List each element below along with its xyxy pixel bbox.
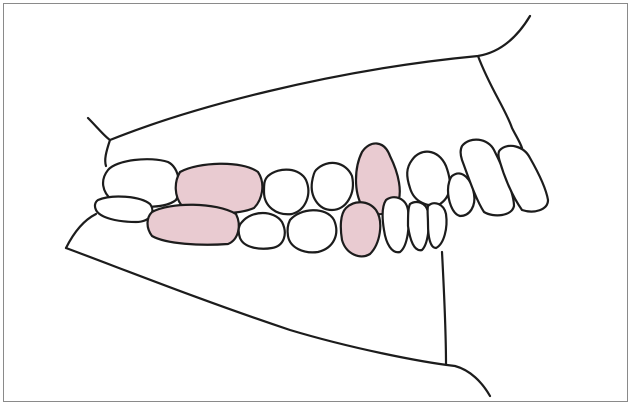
- upper-posterior-gum: [105, 140, 110, 166]
- lower-first-molar: [148, 205, 239, 245]
- upper-second-premolar: [264, 170, 308, 215]
- upper-first-premolar-buccal: [312, 163, 353, 210]
- upper-palate-contour: [478, 56, 522, 148]
- lower-canine: [383, 197, 409, 252]
- lower-posterior-gum: [66, 214, 96, 248]
- lower-second-premolar-lingual: [288, 210, 337, 252]
- upper-gum-line: [88, 16, 530, 140]
- lower-second-molar: [95, 197, 152, 222]
- upper-canine: [407, 152, 450, 206]
- lower-gum-line: [66, 248, 490, 396]
- lower-first-premolar: [341, 202, 380, 256]
- lower-central-incisor: [428, 203, 447, 248]
- lower-anterior-contour: [442, 252, 446, 364]
- lower-second-premolar: [239, 213, 285, 249]
- lower-lateral-incisor: [408, 202, 429, 250]
